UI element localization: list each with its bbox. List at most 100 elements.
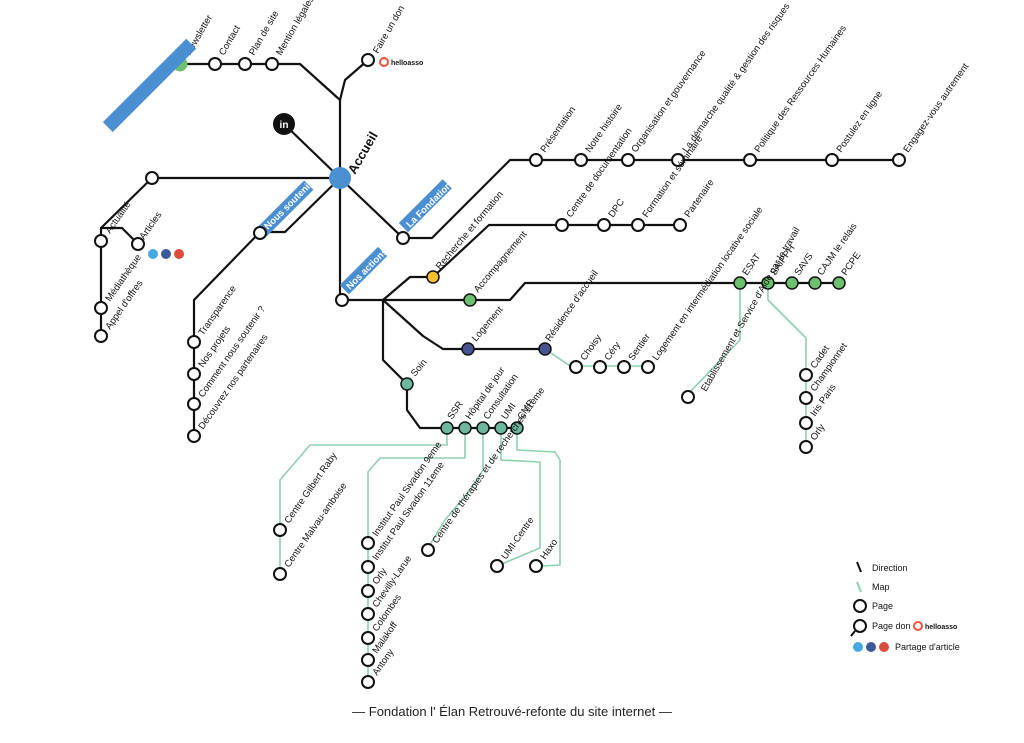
station-mediatheque[interactable] <box>94 301 108 315</box>
malvau-label: Centre Malvau-amboise <box>282 481 349 570</box>
station-centre-therapies[interactable] <box>421 543 435 557</box>
hub-station[interactable] <box>329 167 351 189</box>
station-accompagnement[interactable] <box>463 293 477 307</box>
station-formation[interactable] <box>631 218 645 232</box>
station-dpc[interactable] <box>597 218 611 232</box>
don-label: Faire un don <box>371 4 407 56</box>
station-ssr[interactable] <box>440 421 454 435</box>
station-actualite-publication[interactable] <box>145 171 159 185</box>
station-orly-hdj[interactable] <box>361 584 375 598</box>
top-link-contact: Contact <box>217 23 243 57</box>
linkedin-icon-text: in <box>280 120 289 131</box>
top-link-mentions: Mention légales <box>274 0 317 57</box>
actions-branch: Recherche et formation Centre de documen… <box>273 126 863 689</box>
station-engagez-vous[interactable] <box>892 153 906 167</box>
station-articles[interactable] <box>131 237 145 251</box>
station-chevilly[interactable] <box>361 607 375 621</box>
legend-helloasso-brand: helloasso <box>925 624 957 631</box>
station-sivadon-11[interactable] <box>361 560 375 574</box>
station-esat[interactable] <box>733 276 747 290</box>
station-antony[interactable] <box>361 675 375 689</box>
station-championnet[interactable] <box>799 391 813 405</box>
station-mentions[interactable] <box>265 57 279 71</box>
station-malvau[interactable] <box>273 567 287 581</box>
station-consultation[interactable] <box>476 421 490 435</box>
tag-actualite-label: Actualité et publication <box>162 82 244 164</box>
station-sivadon-9[interactable] <box>361 536 375 550</box>
articles-label: Articles <box>137 210 164 242</box>
station-postulez[interactable] <box>825 153 839 167</box>
station-cadet[interactable] <box>799 368 813 382</box>
station-choisy[interactable] <box>569 360 583 374</box>
station-nos-projets[interactable] <box>187 367 201 381</box>
station-nos-actions[interactable] <box>335 293 349 307</box>
station-organisation[interactable] <box>621 153 635 167</box>
station-cery[interactable] <box>593 360 607 374</box>
legend-direction: Direction <box>872 563 908 573</box>
station-faire-un-don[interactable] <box>361 53 375 67</box>
station-gilbert-raby[interactable] <box>273 523 287 537</box>
station-etablissement[interactable] <box>681 390 695 404</box>
sivadon-9-label: Institut Paul Sivadon 9eme <box>370 440 444 539</box>
helloasso-brand: helloasso <box>391 60 423 67</box>
tag-actions-label: Nos actions <box>344 246 390 292</box>
gilbert-raby-label: Centre Gilbert Raby <box>282 450 339 525</box>
station-logement[interactable] <box>461 342 475 356</box>
station-haxo[interactable] <box>529 559 543 573</box>
station-notre-histoire[interactable] <box>574 153 588 167</box>
station-recherche[interactable] <box>426 270 440 284</box>
accompagnement-label: Accompagnement <box>472 229 530 295</box>
station-appel-offres[interactable] <box>94 329 108 343</box>
tag-actions[interactable]: Nos actions <box>339 246 390 295</box>
station-cmp[interactable] <box>510 421 524 435</box>
station-pcpe[interactable] <box>832 276 846 290</box>
station-cajm[interactable] <box>808 276 822 290</box>
station-umi[interactable] <box>494 421 508 435</box>
esat-label: ESAT <box>740 252 763 278</box>
station-intermediation[interactable] <box>641 360 655 374</box>
station-comment-soutenir[interactable] <box>187 397 201 411</box>
station-actualite[interactable] <box>94 234 108 248</box>
station-savs[interactable] <box>785 276 799 290</box>
legend-partage: Partage d'article <box>895 642 960 652</box>
tag-actualite[interactable]: Actualité et publication <box>102 38 244 164</box>
legend-helloasso-icon <box>913 621 923 631</box>
tag-soutenir[interactable]: Nous soutenir <box>257 179 316 237</box>
station-nous-soutenir[interactable] <box>253 226 267 240</box>
soin-label: Soin <box>409 357 430 379</box>
station-residence[interactable] <box>538 342 552 356</box>
station-centre-doc[interactable] <box>555 218 569 232</box>
station-colombes[interactable] <box>361 631 375 645</box>
haxo-label: Haxo <box>538 537 560 561</box>
station-contact[interactable] <box>208 57 222 71</box>
legend-page-don-swatch <box>853 619 867 633</box>
choisy-label: Choisy <box>578 332 604 362</box>
station-transparence[interactable] <box>187 335 201 349</box>
station-la-fondation[interactable] <box>396 231 410 245</box>
station-sentier[interactable] <box>617 360 631 374</box>
station-partenaire[interactable] <box>673 218 687 232</box>
pcpe-label: PCPE <box>839 250 863 278</box>
soutenir-branch: Transparence Nos projets Comment nous so… <box>187 226 271 443</box>
facebook-icon[interactable] <box>161 249 171 259</box>
station-qualite[interactable] <box>671 153 685 167</box>
umi-centre-label: UMI-Centre <box>499 515 536 562</box>
station-malakoff[interactable] <box>361 653 375 667</box>
engagez-label: Engagez-vous autrement <box>901 61 971 155</box>
twitter-icon[interactable] <box>148 249 158 259</box>
linkedin-icon[interactable]: in <box>273 113 295 135</box>
station-hopital-jour[interactable] <box>458 421 472 435</box>
hub-label: Accueil <box>345 129 381 177</box>
legend-twitter-icon <box>853 642 863 652</box>
station-presentation[interactable] <box>529 153 543 167</box>
station-partenaires[interactable] <box>187 429 201 443</box>
station-orly-savs[interactable] <box>799 440 813 454</box>
googleplus-icon[interactable] <box>174 249 184 259</box>
station-ressources-humaines[interactable] <box>743 153 757 167</box>
station-soin[interactable] <box>400 377 414 391</box>
station-saipph[interactable] <box>761 276 775 290</box>
station-umi-centre[interactable] <box>490 559 504 573</box>
station-plan-de-site[interactable] <box>238 57 252 71</box>
station-iris-paris[interactable] <box>799 416 813 430</box>
caption: — Fondation l' Élan Retrouvé-refonte du … <box>352 704 672 719</box>
